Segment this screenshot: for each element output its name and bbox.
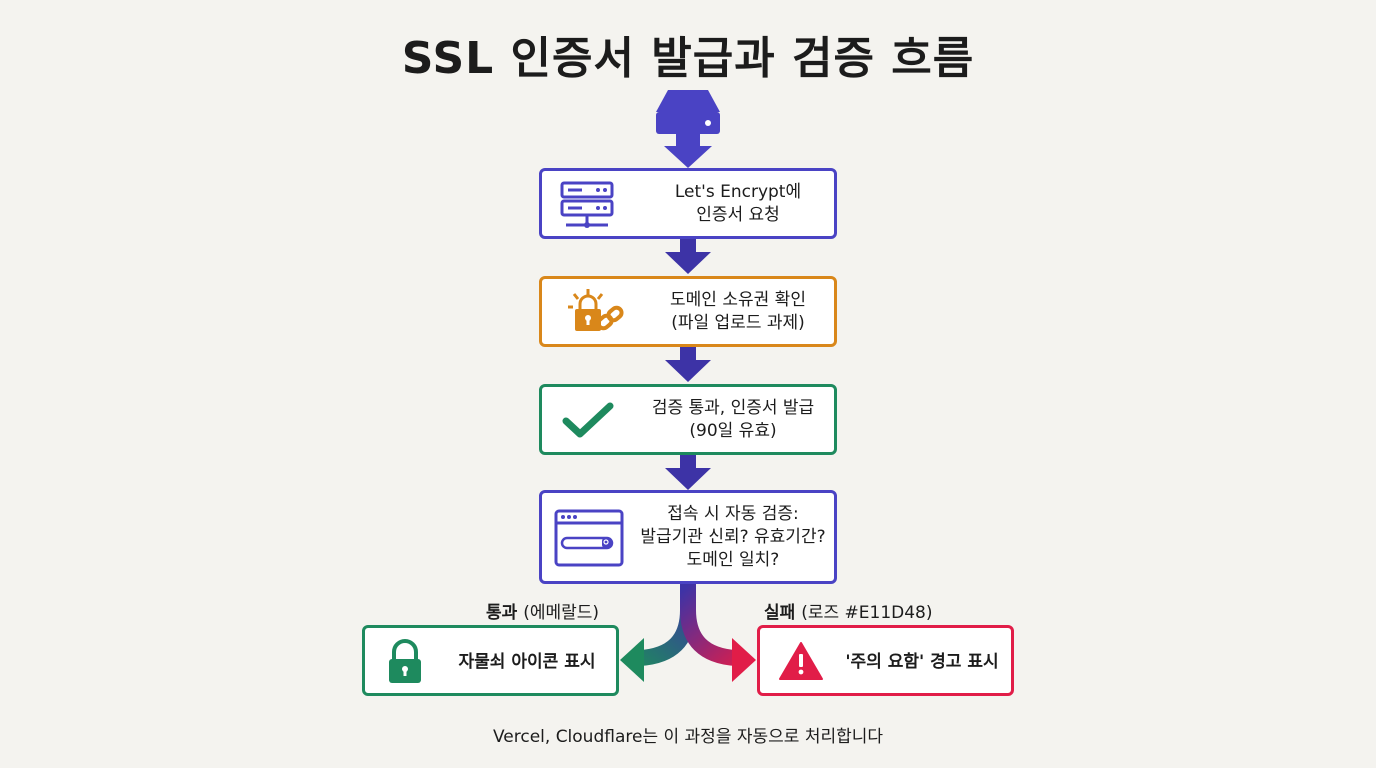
arrow-down-1 <box>665 238 711 274</box>
step-request-certificate: Let's Encrypt에 인증서 요청 <box>539 168 837 239</box>
result-fail-box: '주의 요함' 경고 표시 <box>757 625 1014 696</box>
arrow-down-3 <box>665 454 711 490</box>
padlock-icon <box>385 638 425 690</box>
result-pass-box: 자물쇠 아이콘 표시 <box>362 625 619 696</box>
lock-link-icon <box>562 287 628 343</box>
warning-triangle-icon <box>778 640 824 686</box>
pass-box-text: 자물쇠 아이콘 표시 <box>458 652 596 672</box>
branch-arrow-fail <box>680 584 756 682</box>
step-4-line-1: 접속 시 자동 검증: <box>667 504 799 524</box>
footer-note: Vercel, Cloudflare는 이 과정을 자동으로 처리합니다 <box>492 727 884 747</box>
browser-window-icon <box>554 509 626 573</box>
pass-label-sub: (에메랄드) <box>523 603 600 623</box>
step-verify-domain: 도메인 소유권 확인 (파일 업로드 과제) <box>539 276 837 347</box>
database-icon <box>656 90 720 168</box>
fail-box-text: '주의 요함' 경고 표시 <box>845 652 999 672</box>
pass-label-main: 통과 <box>486 603 518 623</box>
fail-label-main: 실패 <box>764 603 796 623</box>
branch-arrow-pass <box>620 584 696 682</box>
page-title: SSL 인증서 발급과 검증 흐름 <box>401 33 975 84</box>
branch-label-fail: 실패 (로즈 #E11D48) <box>764 598 933 623</box>
step-4-line-3: 도메인 일치? <box>686 550 780 570</box>
branch-label-pass: 통과 (에메랄드) <box>486 598 599 623</box>
fail-label-sub: (로즈 #E11D48) <box>801 603 933 623</box>
step-1-line-2: 인증서 요청 <box>696 205 780 225</box>
checkmark-icon <box>560 401 616 445</box>
step-1-line-1: Let's Encrypt에 <box>674 182 802 202</box>
step-4-line-2: 발급기관 신뢰? 유효기간? <box>640 527 826 547</box>
step-2-line-1: 도메인 소유권 확인 <box>670 290 806 310</box>
step-3-line-1: 검증 통과, 인증서 발급 <box>651 398 815 418</box>
server-icon <box>560 181 616 233</box>
step-3-line-2: (90일 유효) <box>689 421 777 441</box>
arrow-down-2 <box>665 346 711 382</box>
step-issue-certificate: 검증 통과, 인증서 발급 (90일 유효) <box>539 384 837 455</box>
step-2-line-2: (파일 업로드 과제) <box>671 313 805 333</box>
step-auto-validation: 접속 시 자동 검증: 발급기관 신뢰? 유효기간? 도메인 일치? <box>539 490 837 584</box>
